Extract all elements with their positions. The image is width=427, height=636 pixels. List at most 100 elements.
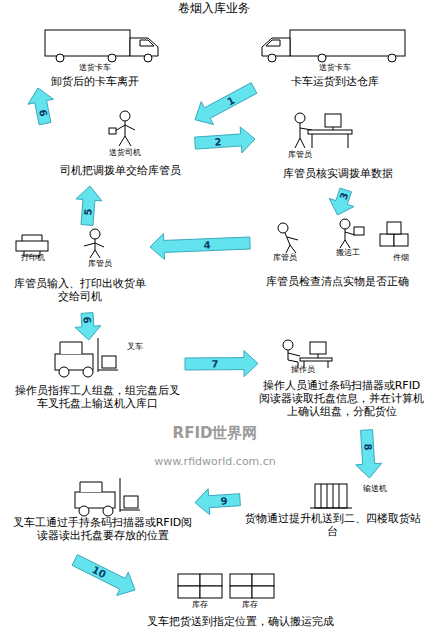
step-caption: 操作员指挥工人组盘，组完盘后叉车叉托盘上输送机入库口 xyxy=(10,384,185,410)
step-caption: 卡车运货到达仓库 xyxy=(245,75,425,88)
conveyor-symbol-part xyxy=(315,484,347,508)
part-label: 送货卡车 xyxy=(60,63,130,73)
step-caption: 库管员输入、打印出收货单交给司机 xyxy=(10,277,150,303)
flow-arrow xyxy=(356,430,382,478)
person-figure-part xyxy=(285,233,298,253)
person-figure-part xyxy=(84,239,104,258)
step-number: 3 xyxy=(337,191,350,201)
person-figure-part xyxy=(90,229,100,239)
flow-arrow xyxy=(195,127,255,153)
flow-arrow xyxy=(72,555,135,596)
step-number: 6 xyxy=(82,316,93,324)
truck-illustration-part xyxy=(108,54,116,62)
person-figure xyxy=(109,111,135,146)
step-caption: 库管员核实调拨单数据 xyxy=(255,167,420,180)
process-step: 打印机库管员库管员输入、打印出收货单交给司机 xyxy=(10,225,150,313)
storage-stack xyxy=(178,574,274,598)
part-label: 搬运工 xyxy=(325,248,370,258)
carton-boxes xyxy=(380,222,408,246)
process-step: 库存库存叉车把货送到指定位置，确认搬运完成 xyxy=(135,562,345,632)
truck-illustration-part xyxy=(262,38,290,56)
watermark-text: www.rfidworld.com.cn xyxy=(110,455,320,468)
forklift-symbol-part xyxy=(98,338,118,372)
storage-stack-part xyxy=(200,574,222,586)
person-figure xyxy=(340,219,364,248)
printer-symbol-part xyxy=(22,235,42,256)
storage-stack-part xyxy=(178,574,200,586)
truck-illustration xyxy=(45,30,158,62)
truck-illustration-part xyxy=(318,54,326,62)
flow-arrow xyxy=(76,186,102,225)
step-caption: 货物通过提升机送到二、四楼取货站台 xyxy=(240,512,425,538)
person-figure-part xyxy=(115,121,135,146)
flow-arrow xyxy=(329,188,354,215)
forklift-symbol-part xyxy=(102,356,116,368)
person-figure xyxy=(278,223,298,253)
desk-computer-part xyxy=(312,127,348,148)
step-caption: 操作人员通过条码扫描器或RFID阅读器读取托盘信息，并在计算机上确认组盘，分配货… xyxy=(258,379,425,419)
part-label: 送货司机 xyxy=(95,148,155,158)
person-figure-part xyxy=(109,128,116,134)
step-caption: 库管员检查清点实物是否正确 xyxy=(250,275,425,288)
process-step: 输送机货物通过提升机送到二、四楼取货站台 xyxy=(240,478,425,540)
step-number: 8 xyxy=(362,443,373,451)
step-number: 5 xyxy=(82,209,94,217)
truck-illustration-part xyxy=(140,40,154,46)
part-label: 输送机 xyxy=(350,484,400,494)
person-figure-part xyxy=(120,111,130,121)
person-figure-part xyxy=(295,123,312,148)
process-step: 操作员操作人员通过条码扫描器或RFID阅读器读取托盘信息，并在计算机上确认组盘，… xyxy=(258,335,425,430)
conveyor-symbol xyxy=(310,484,352,508)
forklift-symbol-part xyxy=(83,367,93,377)
forklift-symbol-part xyxy=(103,506,113,516)
truck-illustration-part xyxy=(56,54,64,62)
part-label: 库管员 xyxy=(260,253,310,263)
desk-computer xyxy=(300,342,332,368)
process-step: 送货卡车卸货后的卡车离开 xyxy=(20,20,170,88)
person-figure-part xyxy=(340,219,350,229)
watermark-text: RFID世界网 xyxy=(120,424,310,442)
step-caption: 叉车工通过手持条码扫描器或RFID阅读器读出托盘要存放的位置 xyxy=(10,516,195,542)
carton-boxes-part xyxy=(394,234,408,246)
storage-stack-part xyxy=(178,586,200,598)
forklift-symbol-part xyxy=(60,342,82,354)
desk-computer xyxy=(308,114,352,148)
part-label: 叉车 xyxy=(120,342,150,352)
process-step: 库管员库管员核实调拨单数据 xyxy=(255,105,420,190)
storage-stack-part xyxy=(200,586,222,598)
part-label: 库存 xyxy=(230,600,270,610)
flow-arrow xyxy=(185,351,258,377)
forklift-symbol xyxy=(55,338,118,377)
process-step: 叉车操作员指挥工人组盘，组完盘后叉车叉托盘上输送机入库口 xyxy=(10,340,185,420)
person-figure-part xyxy=(295,113,305,123)
conveyor-symbol-part xyxy=(310,484,352,508)
person-figure-part xyxy=(283,340,293,350)
truck-illustration-part xyxy=(45,30,130,56)
step-number: 10 xyxy=(90,564,107,580)
flow-arrow xyxy=(28,88,54,125)
person-figure-part xyxy=(354,227,364,235)
process-step: 送货卡车卡车运货到达仓库 xyxy=(245,20,425,88)
step-number: 1 xyxy=(225,94,236,107)
step-caption: 司机把调拨单交给库管员 xyxy=(45,164,195,177)
part-label: 件烟 xyxy=(378,253,423,263)
desk-computer-part xyxy=(308,130,352,134)
step-number: 9 xyxy=(221,495,229,506)
person-figure xyxy=(283,340,300,368)
forklift-symbol-part xyxy=(79,506,89,516)
storage-stack-part xyxy=(230,574,252,586)
storage-stack-part xyxy=(230,586,252,598)
truck-illustration-part xyxy=(290,30,405,56)
step-number: 6 xyxy=(37,108,49,117)
part-label: 库存 xyxy=(180,600,220,610)
part-label: 打印机 xyxy=(10,253,56,263)
desk-computer-part xyxy=(325,114,341,127)
carton-boxes-part xyxy=(387,222,401,234)
person-figure-part xyxy=(340,229,355,248)
printer-symbol-part xyxy=(16,241,48,251)
forklift-symbol-part xyxy=(124,496,138,508)
truck-illustration-part xyxy=(144,54,152,62)
process-step: 叉车工通过手持条码扫描器或RFID阅读器读出托盘要存放的位置 xyxy=(10,478,195,560)
